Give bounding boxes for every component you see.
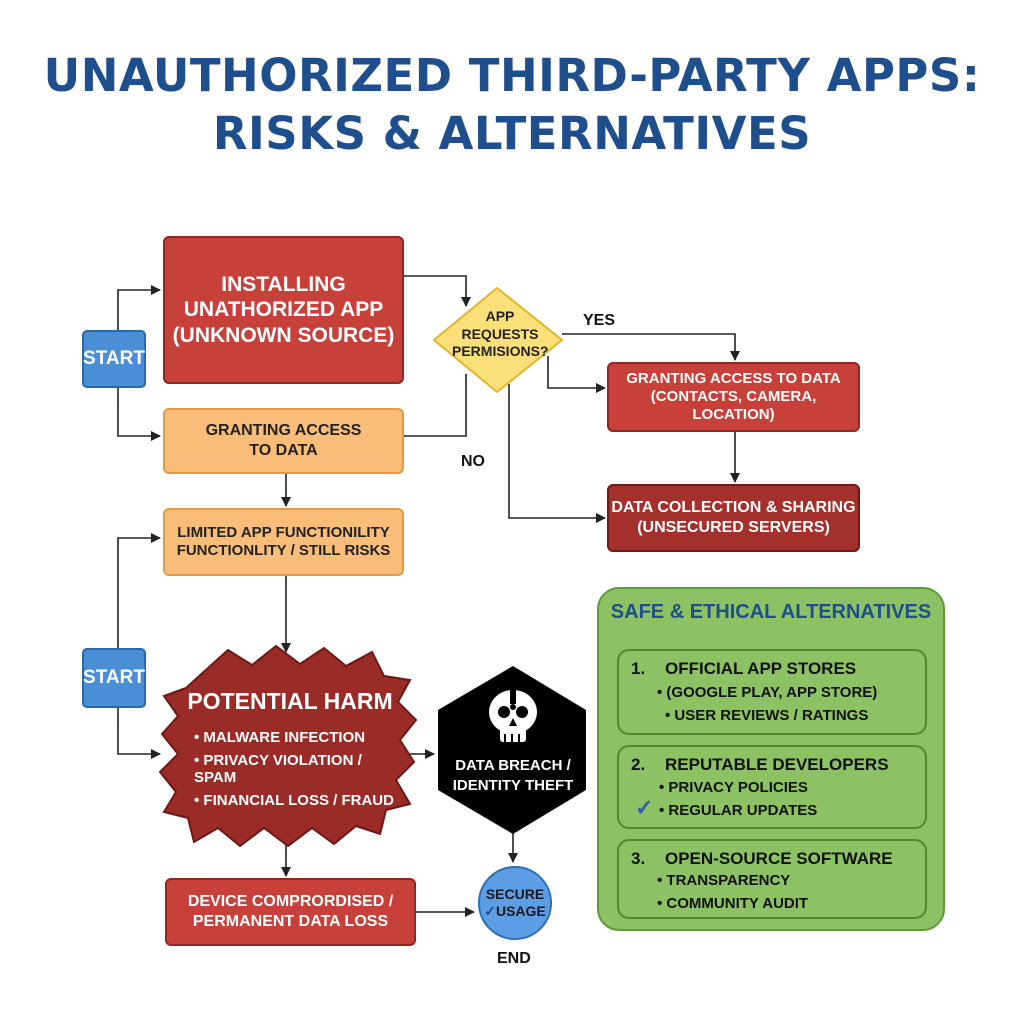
install-line-2: UNATHORIZED APP	[183, 298, 384, 322]
skull-icon	[489, 690, 537, 742]
breach-line-2: IDENTITY THEFT	[452, 777, 574, 795]
potential-harm-node: POTENTIAL HARM MALWARE INFECTION PRIVACY…	[180, 688, 400, 815]
start-node-top-label: START	[83, 348, 145, 370]
harm-item: MALWARE INFECTION	[194, 729, 400, 746]
granting-access-details-node: GRANTING ACCESS TO DATA (CONTACTS, CAMER…	[607, 362, 860, 432]
breach-line-1: DATA BREACH /	[455, 757, 571, 774]
checkmark-icon: ✓	[484, 903, 496, 919]
granting-access-node: GRANTING ACCESS TO DATA	[163, 408, 404, 474]
edge-install-decision	[404, 275, 471, 307]
alternative-card-open-source: 3. OPEN-SOURCE SOFTWARE • TRANSPARENCY • …	[617, 839, 927, 919]
title-line-1: UNAUTHORIZED THIRD-PARTY APPS:	[43, 49, 981, 102]
secure-line-1: SECURE	[485, 886, 545, 903]
checkmark-icon: ✓	[635, 795, 654, 820]
alternative-number: 2.	[631, 755, 646, 774]
device-compromised-node: DEVICE COMPRORDISED / PERMANENT DATA LOS…	[165, 878, 416, 946]
edge-start2-limited	[117, 533, 161, 648]
decision-label: APP REQUESTS PERMISIONS?	[452, 308, 548, 361]
secure-usage-node: SECURE ✓USAGE	[478, 866, 552, 940]
alternative-item: • REGULAR UPDATES	[659, 802, 818, 819]
alternative-item: • COMMUNITY AUDIT	[657, 895, 809, 912]
granting-details-line-1: GRANTING ACCESS TO DATA	[626, 369, 841, 387]
no-label: NO	[461, 453, 485, 470]
edge-start2-harm	[117, 708, 161, 759]
alternative-heading: 3. OPEN-SOURCE SOFTWARE	[631, 849, 893, 869]
data-collection-node: DATA COLLECTION & SHARING (UNSECURED SER…	[607, 484, 860, 552]
granting-access-line-1: GRANTING ACCESS	[205, 422, 362, 440]
harm-item: PRIVACY VIOLATION / SPAM	[194, 752, 400, 786]
alternative-card-reputable-developers: 2. REPUTABLE DEVELOPERS • PRIVACY POLICIE…	[617, 745, 927, 829]
collection-line-1: DATA COLLECTION & SHARING	[611, 499, 856, 517]
alternative-heading-text: OFFICIAL APP STORES	[665, 659, 857, 678]
breach-hexagon	[438, 666, 586, 834]
edge-decision-collection	[508, 384, 606, 523]
start-node-bottom: START	[82, 648, 146, 708]
yes-label: YES	[583, 312, 616, 329]
edge-granting-decision	[404, 374, 467, 437]
install-line-1: INSTALLING	[221, 272, 346, 296]
harm-item: FINANCIAL LOSS / FRAUD	[194, 792, 400, 809]
limited-line-1: LIMITED APP FUNCTIONILITY	[177, 523, 390, 541]
end-label: END	[497, 950, 531, 967]
alternative-heading-text: OPEN-SOURCE SOFTWARE	[665, 849, 893, 868]
start-node-bottom-label: START	[83, 667, 145, 689]
compromised-line-1: DEVICE COMPRORDISED /	[187, 893, 394, 911]
harm-list: MALWARE INFECTION PRIVACY VIOLATION / SP…	[180, 729, 400, 809]
alternatives-panel: SAFE & ETHICAL ALTERNATIVES 1. OFFICIAL A…	[597, 587, 945, 931]
granting-access-line-2: TO DATA	[249, 442, 318, 459]
limited-functionality-node: LIMITED APP FUNCTIONILITY FUNCTIONLITY /…	[163, 508, 404, 576]
alternative-number: 3.	[631, 849, 646, 868]
decision-diamond	[432, 286, 564, 394]
edge-decision-yes	[562, 333, 740, 361]
edge-start-granting	[117, 388, 161, 441]
alternative-item: • TRANSPARENCY	[657, 872, 791, 889]
secure-line-2-text: USAGE	[495, 903, 546, 919]
compromised-line-2: PERMANENT DATA LOSS	[192, 913, 389, 930]
decision-line-3: PERMISIONS?	[452, 343, 549, 359]
install-line-3: (UNKNOWN SOURCE)	[172, 323, 395, 347]
harm-title: POTENTIAL HARM	[187, 688, 393, 714]
alternative-item: • (GOOGLE PLAY, APP STORE)	[657, 684, 878, 701]
edge-decision-granting-right	[547, 356, 606, 393]
secure-line-2: ✓USAGE	[484, 903, 546, 920]
install-node: INSTALLING UNATHORIZED APP (UNKNOWN SOUR…	[163, 236, 404, 384]
alternative-number: 1.	[631, 659, 646, 678]
edge-start-install	[117, 285, 161, 330]
start-node-top: START	[82, 330, 146, 388]
alternatives-title: SAFE & ETHICAL ALTERNATIVES	[610, 601, 932, 623]
alternative-item: • PRIVACY POLICIES	[659, 779, 808, 796]
alternative-heading-text: REPUTABLE DEVELOPERS	[665, 755, 889, 774]
limited-line-2: FUNCTIONLITY / STILL RISKS	[176, 542, 391, 559]
data-breach-node: DATA BREACH / IDENTITY THEFT	[440, 756, 586, 797]
granting-details-line-2: (CONTACTS, CAMERA, LOCATION)	[650, 387, 817, 424]
collection-line-2: (UNSECURED SERVERS)	[637, 519, 830, 536]
decision-line-2: REQUESTS	[461, 325, 539, 342]
alternative-card-official-stores: 1. OFFICIAL APP STORES • (GOOGLE PLAY, AP…	[617, 649, 927, 735]
title-line-2: RISKS & ALTERNATIVES	[212, 107, 812, 160]
alternative-heading: 2. REPUTABLE DEVELOPERS	[631, 755, 889, 775]
decision-line-1: APP	[485, 308, 515, 324]
alternative-item: • USER REVIEWS / RATINGS	[665, 707, 869, 724]
alternative-heading: 1. OFFICIAL APP STORES	[631, 659, 856, 679]
